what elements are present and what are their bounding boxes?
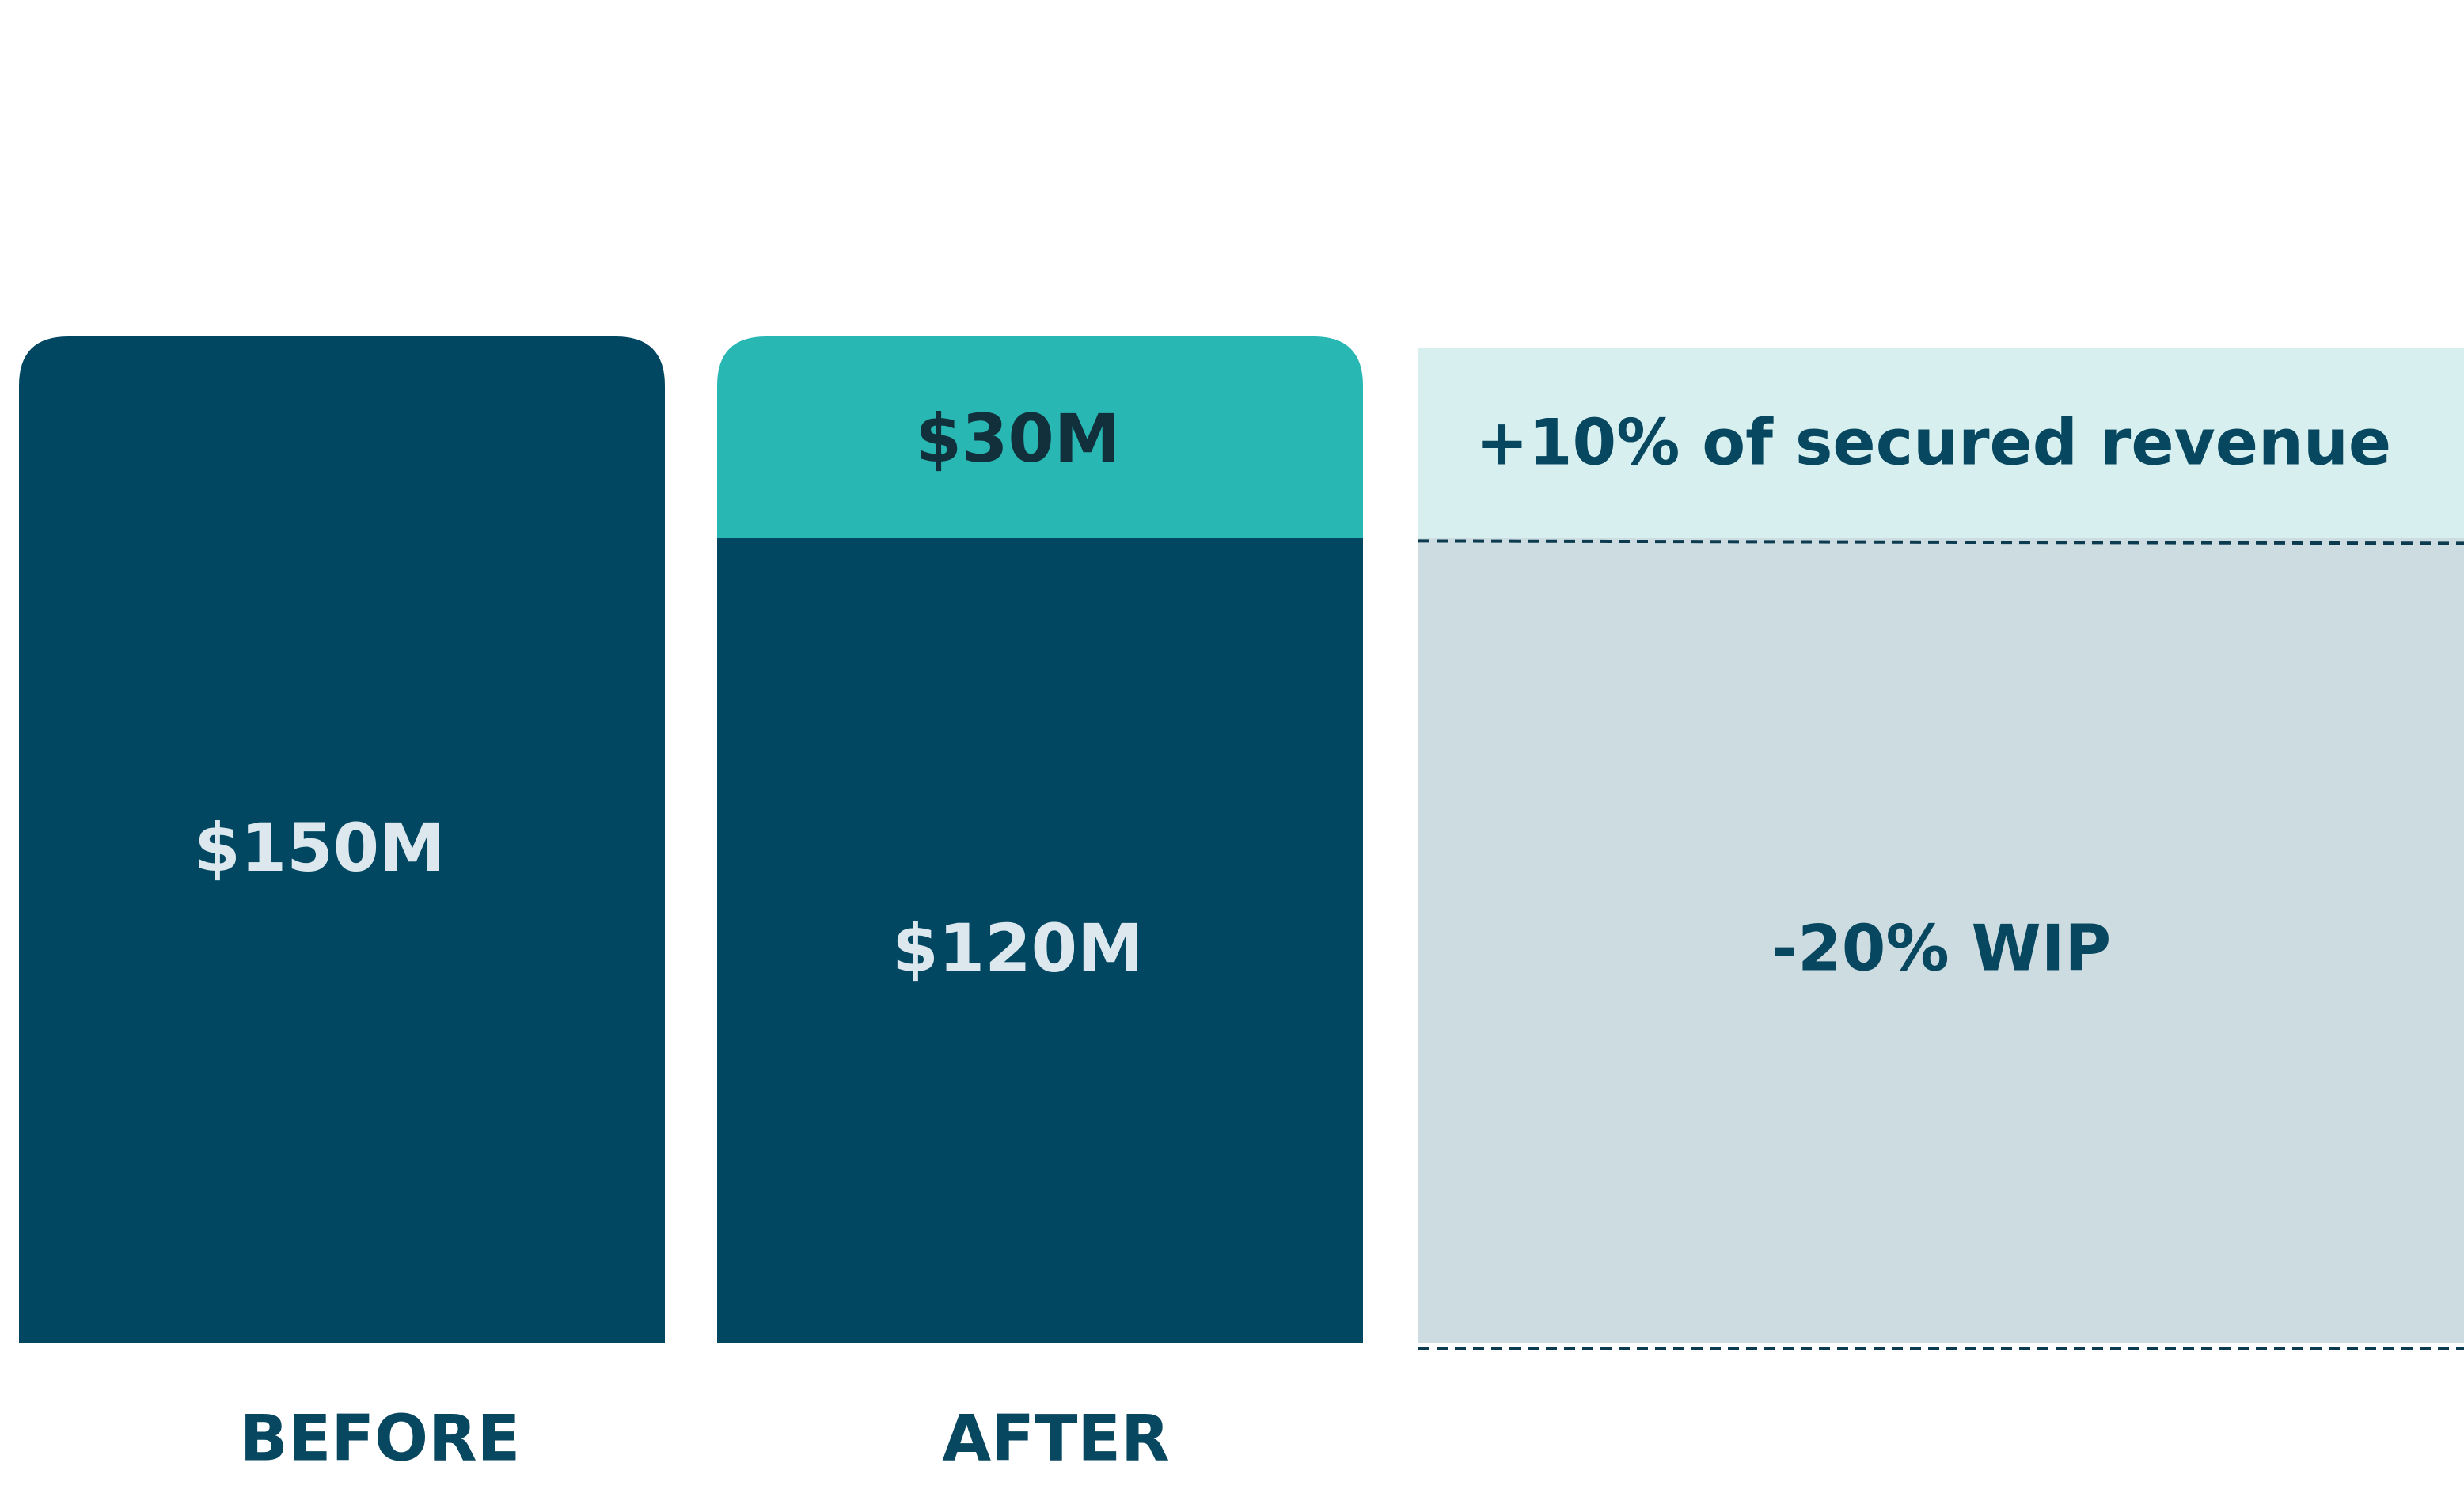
annotation-group: +10% of secured revenue -20% WIP (1418, 348, 2464, 1350)
bar-value-label-after-series-0: $120M (892, 910, 1143, 987)
bar-value-label-after-series-1: $30M (916, 400, 1121, 477)
annotation-label-0: +10% of secured revenue (1475, 406, 2391, 480)
bar-value-label-before-series-0: $150M (194, 809, 445, 887)
annotation-label-1: -20% WIP (1771, 912, 2111, 986)
bar-group (19, 336, 1363, 1343)
annotation-band-1 (1418, 538, 2464, 1343)
bar-after-series-0 (717, 538, 1363, 1343)
category-label-after: AFTER (942, 1402, 1169, 1476)
annotation-band-0 (1418, 348, 2464, 538)
bar-after-series-1 (717, 336, 1363, 538)
dashed-line-0 (1418, 539, 2464, 545)
category-label-before: BEFORE (240, 1402, 521, 1476)
bar-label-group: $150M $120M $30M (194, 400, 1143, 987)
category-label-group: BEFORE AFTER (240, 1402, 1170, 1476)
bar-before-series-0 (19, 336, 665, 1343)
